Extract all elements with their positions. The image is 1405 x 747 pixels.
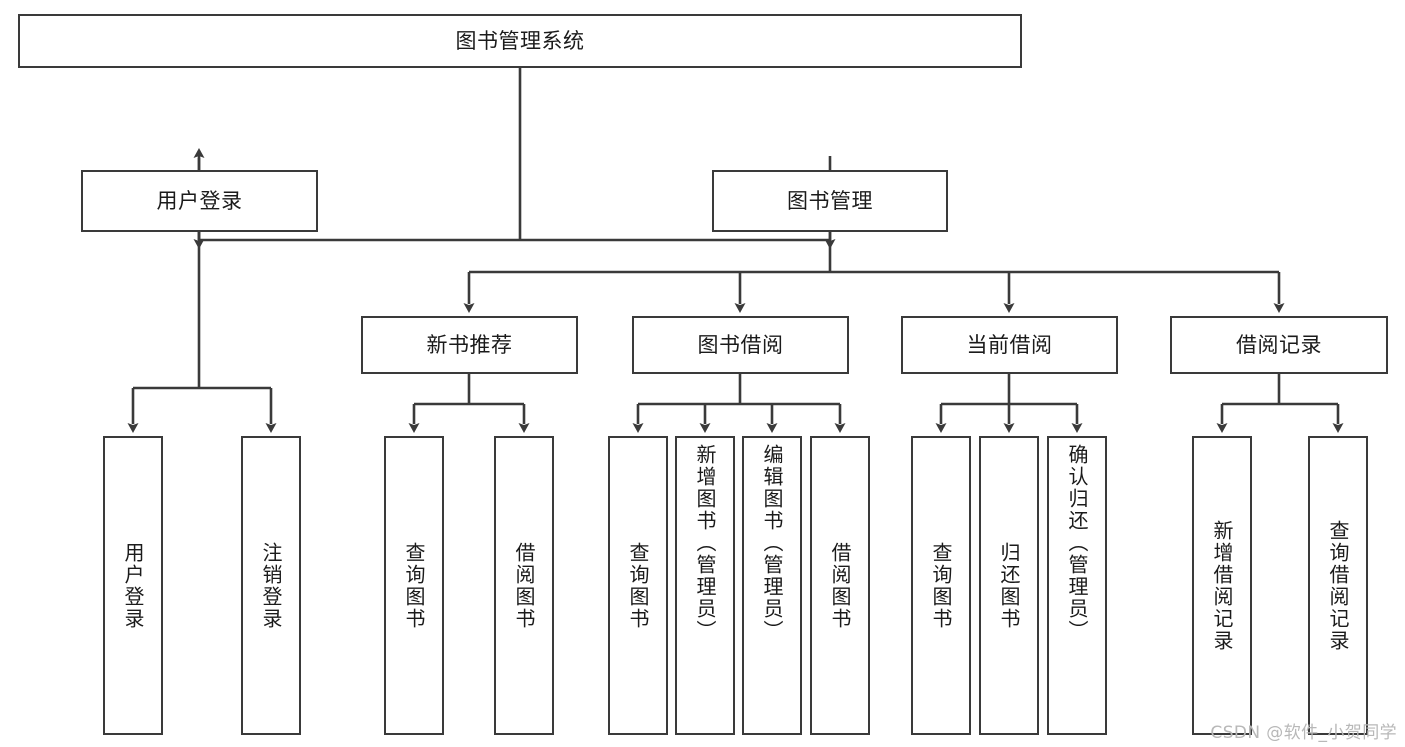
node-label: 借阅图书 <box>512 541 536 630</box>
node-label: 图书管理系统 <box>455 28 585 53</box>
node-label: 查询图书 <box>402 541 426 630</box>
node-leaf-query-book-2[interactable]: 查询图书 <box>608 436 668 735</box>
node-label: 新增借阅记录 <box>1210 519 1234 652</box>
node-label: 查询图书 <box>626 541 650 630</box>
node-leaf-return-book[interactable]: 归还图书 <box>979 436 1039 735</box>
node-label: 注销登录 <box>259 541 283 630</box>
node-book-borrow[interactable]: 图书借阅 <box>632 316 849 374</box>
watermark-text: CSDN @软件_小贺同学 <box>1210 723 1397 743</box>
node-book-management[interactable]: 图书管理 <box>712 170 948 232</box>
node-label: 用户登录 <box>121 541 145 630</box>
node-label: 新书推荐 <box>426 332 513 357</box>
node-leaf-query-book-1[interactable]: 查询图书 <box>384 436 444 735</box>
node-borrow-record[interactable]: 借阅记录 <box>1170 316 1388 374</box>
node-leaf-borrow-book-2[interactable]: 借阅图书 <box>810 436 870 735</box>
node-root-system[interactable]: 图书管理系统 <box>18 14 1022 68</box>
node-leaf-add-book[interactable]: 新增图书（管理员） <box>675 436 735 735</box>
node-label: 用户登录 <box>156 188 243 213</box>
node-leaf-borrow-book-1[interactable]: 借阅图书 <box>494 436 554 735</box>
node-leaf-user-login[interactable]: 用户登录 <box>103 436 163 735</box>
node-label: 图书借阅 <box>697 332 784 357</box>
node-current-borrow[interactable]: 当前借阅 <box>901 316 1118 374</box>
node-leaf-query-record[interactable]: 查询借阅记录 <box>1308 436 1368 735</box>
node-label: 借阅记录 <box>1236 332 1322 357</box>
node-label: 新增图书（管理员） <box>693 444 717 642</box>
node-leaf-edit-book[interactable]: 编辑图书（管理员） <box>742 436 802 735</box>
node-label: 当前借阅 <box>966 332 1053 357</box>
node-label: 查询图书 <box>929 541 953 630</box>
node-label: 借阅图书 <box>828 541 852 630</box>
node-label: 确认归还（管理员） <box>1065 444 1089 642</box>
node-user-login[interactable]: 用户登录 <box>81 170 318 232</box>
node-leaf-query-book-3[interactable]: 查询图书 <box>911 436 971 735</box>
node-leaf-add-record[interactable]: 新增借阅记录 <box>1192 436 1252 735</box>
node-label: 归还图书 <box>997 541 1021 630</box>
node-leaf-logout-login[interactable]: 注销登录 <box>241 436 301 735</box>
node-label: 图书管理 <box>787 188 873 213</box>
node-new-book-recommend[interactable]: 新书推荐 <box>361 316 578 374</box>
node-label: 编辑图书（管理员） <box>760 444 784 642</box>
node-leaf-confirm-return[interactable]: 确认归还（管理员） <box>1047 436 1107 735</box>
node-label: 查询借阅记录 <box>1326 519 1350 652</box>
